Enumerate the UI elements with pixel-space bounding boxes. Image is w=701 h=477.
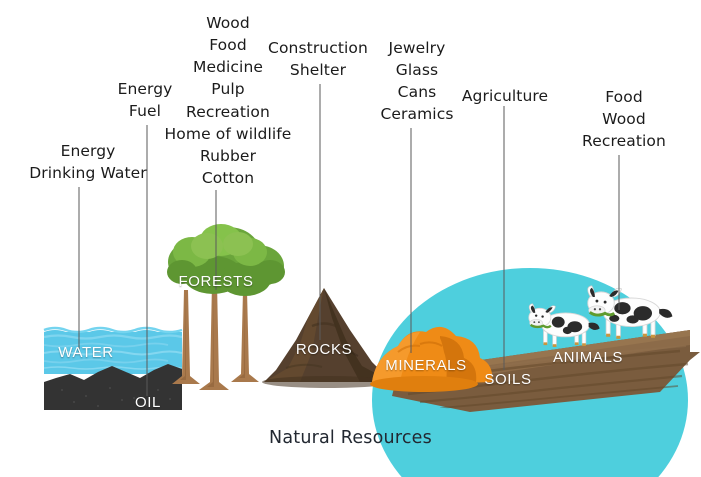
minerals-mound <box>370 326 493 392</box>
tree-trunk <box>231 290 259 382</box>
page-title: Natural Resources <box>269 428 432 448</box>
callout-minerals-line: Cans <box>397 83 437 102</box>
tree-trunk <box>172 290 200 384</box>
rocks-mountain <box>262 288 394 388</box>
callout-forests-line: Food <box>209 36 247 55</box>
leader-line-forests <box>215 190 217 290</box>
tree-canopy <box>167 224 285 296</box>
callout-minerals-line: Ceramics <box>380 105 454 124</box>
tree-trunk <box>199 282 229 390</box>
callout-forests-line: Recreation <box>186 102 270 121</box>
leader-line-water <box>78 187 80 352</box>
callout-soils: Agriculture <box>462 85 548 107</box>
callout-animals-line: Food <box>605 88 643 106</box>
leader-line-soils <box>503 106 505 370</box>
callout-oil-line: Energy <box>117 80 173 98</box>
oil-layer <box>44 364 182 410</box>
water-body <box>43 326 183 374</box>
leader-line-oil <box>146 125 148 396</box>
callout-soils-line: Agriculture <box>461 87 549 105</box>
cow <box>528 285 673 347</box>
leader-line-minerals <box>410 128 412 353</box>
callout-minerals-line: Glass <box>395 61 439 80</box>
callout-forests-line: Medicine <box>192 58 264 77</box>
leader-line-rocks <box>319 84 321 340</box>
callout-forests-line: Rubber <box>199 146 257 165</box>
callout-water-line: Energy <box>60 142 116 160</box>
callout-oil-line: Fuel <box>128 102 162 121</box>
callout-forests-line: Wood <box>206 14 250 32</box>
callout-water-line: Drinking Water <box>29 164 147 183</box>
callout-animals-line: Wood <box>602 110 646 129</box>
callout-forests-line: Home of wildlife <box>164 124 292 143</box>
leader-line-animals <box>618 155 620 310</box>
callout-forests-line: Cotton <box>201 169 255 188</box>
callout-rocks-line: Construction <box>268 39 368 57</box>
callout-forests-line: Pulp <box>211 80 245 99</box>
callout-animals-line: Recreation <box>582 132 666 151</box>
forest-trees <box>167 224 285 390</box>
callout-rocks-line: Shelter <box>289 61 347 80</box>
callout-minerals-line: Jewelry <box>388 39 446 57</box>
